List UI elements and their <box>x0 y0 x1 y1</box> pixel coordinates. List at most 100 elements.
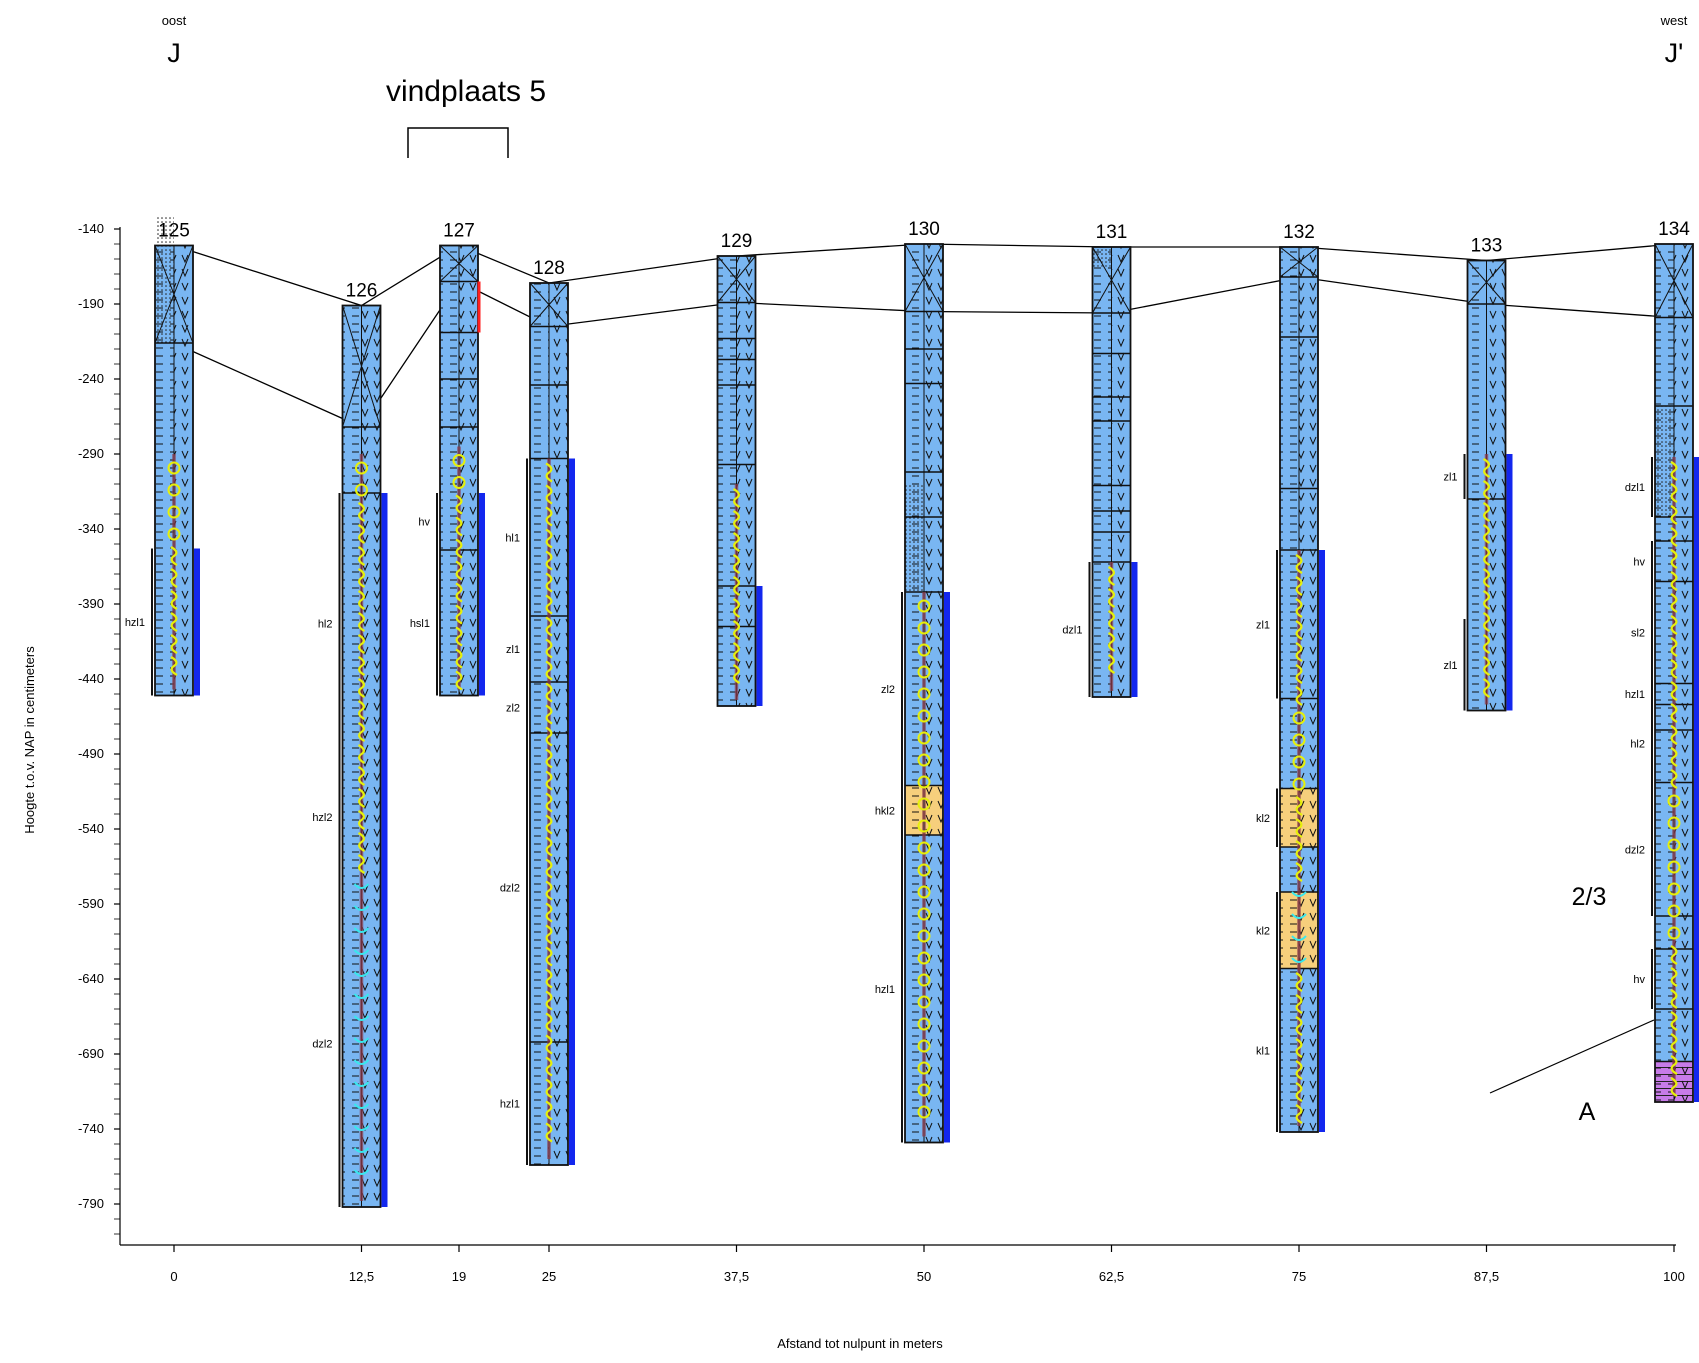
root-wavy-symbol <box>545 726 553 747</box>
root-wavy-symbol <box>455 494 463 515</box>
clay-texture <box>530 283 549 1165</box>
root-wavy-symbol <box>545 616 553 637</box>
plant-remains-symbol <box>1292 777 1306 791</box>
root-wavy-symbol <box>545 594 553 615</box>
root-wavy-symbol <box>1670 725 1678 745</box>
root-wavy-symbol <box>455 582 463 603</box>
root-wavy-symbol <box>1670 681 1678 701</box>
clay-texture <box>1280 247 1299 1132</box>
x-tick-label: 75 <box>1292 1269 1306 1284</box>
root-wavy-symbol <box>732 488 741 508</box>
shell-symbol <box>353 971 370 977</box>
borehole-number: 128 <box>533 258 565 279</box>
x-tick-label: 50 <box>917 1269 931 1284</box>
point-a-label: A <box>1579 1098 1596 1126</box>
root-wavy-symbol <box>1295 620 1303 640</box>
depth-indicator-bar <box>569 458 575 1165</box>
plant-remains-symbol <box>917 1083 931 1097</box>
root-wavy-symbol <box>1107 654 1116 674</box>
point-a-leader <box>1489 1019 1655 1094</box>
plant-remains-symbol <box>167 527 181 541</box>
root-wavy-symbol <box>455 626 463 647</box>
plant-remains-symbol <box>1667 816 1681 830</box>
unit-label: kl1 <box>1256 1045 1270 1057</box>
root-wavy-symbol <box>455 670 463 691</box>
plant-remains-symbol <box>917 599 931 613</box>
plant-remains-symbol <box>917 973 931 987</box>
root-wavy-symbol <box>1670 659 1678 679</box>
unit-label: hv <box>418 517 430 529</box>
shell-symbol <box>353 1059 370 1065</box>
root-wavy-symbol <box>732 576 741 596</box>
root-wavy-symbol <box>545 660 553 681</box>
root-wavy-symbol <box>545 550 553 571</box>
root-wavy-symbol <box>1295 642 1303 662</box>
y-tick-label: -640 <box>78 971 104 986</box>
plant-remains-symbol <box>1667 860 1681 874</box>
right-section-letter: J' <box>1665 38 1684 68</box>
borehole-number: 126 <box>346 281 378 302</box>
shell-symbol <box>1291 935 1307 941</box>
root-wavy-symbol <box>357 832 366 852</box>
root-wavy-symbol <box>732 664 741 684</box>
plant-remains-symbol <box>452 476 466 489</box>
unit-label: kl2 <box>1256 925 1270 937</box>
root-wavy-symbol <box>1482 480 1491 500</box>
depth-indicator-bar <box>944 592 950 1143</box>
root-wavy-symbol <box>545 462 553 483</box>
y-tick-label: -540 <box>78 821 104 836</box>
unit-label: hzl1 <box>1625 689 1645 701</box>
root-wavy-symbol <box>545 506 553 527</box>
root-wavy-symbol <box>1295 1082 1303 1102</box>
depth-indicator-bar <box>381 493 388 1207</box>
root-wavy-symbol <box>1482 568 1491 588</box>
root-wavy-symbol <box>1670 549 1678 569</box>
root-wavy-symbol <box>545 748 553 769</box>
unit-label: hsl1 <box>410 618 430 630</box>
depth-indicator-bar <box>479 493 485 696</box>
root-wavy-symbol <box>1295 598 1303 618</box>
boreholes-group: 125hzl1126hl2hzl2dzl2127hvhsl1128hl1zl1z… <box>125 215 1699 1208</box>
root-wavy-symbol <box>1295 796 1303 816</box>
unit-label: dzl1 <box>1625 482 1645 494</box>
root-wavy-symbol <box>1670 1055 1678 1075</box>
reed-texture <box>549 283 568 1165</box>
unit-label: hl2 <box>318 619 333 631</box>
root-wavy-symbol <box>357 634 366 654</box>
root-wavy-symbol <box>357 568 366 588</box>
root-wavy-symbol <box>545 1100 553 1121</box>
root-wavy-symbol <box>732 620 741 640</box>
root-wavy-symbol <box>455 648 463 669</box>
clay-texture <box>155 245 174 696</box>
unit-label: dzl2 <box>312 1039 332 1051</box>
root-wavy-symbol <box>1670 637 1678 657</box>
shell-symbol <box>353 1125 370 1131</box>
shell-symbol <box>353 1147 370 1153</box>
root-wavy-symbol <box>1670 615 1678 635</box>
plant-remains-symbol <box>167 483 181 497</box>
borehole-number: 132 <box>1283 222 1315 243</box>
shell-symbol <box>353 927 370 933</box>
root-wavy-symbol <box>170 634 178 654</box>
plant-remains-symbol <box>1667 838 1681 852</box>
root-wavy-symbol <box>1295 1060 1303 1080</box>
clay-texture <box>440 245 459 696</box>
shell-symbol <box>353 883 370 889</box>
shell-symbol <box>353 1169 370 1175</box>
unit-label: hzl1 <box>500 1099 520 1111</box>
root-wavy-symbol <box>1670 989 1678 1009</box>
root-wavy-symbol <box>1670 1011 1678 1031</box>
x-tick-label: 87,5 <box>1474 1269 1499 1284</box>
plant-remains-symbol <box>167 461 181 475</box>
root-wavy-symbol <box>455 560 463 581</box>
depth-indicator-bar <box>756 586 763 706</box>
root-wavy-symbol <box>545 858 553 879</box>
root-wavy-symbol <box>1482 502 1491 522</box>
shell-symbol <box>1291 891 1307 897</box>
root-wavy-symbol <box>1670 483 1678 503</box>
plant-remains-symbol <box>1292 733 1306 747</box>
root-wavy-symbol <box>545 836 553 857</box>
plant-remains-symbol <box>917 687 931 701</box>
root-wavy-symbol <box>545 924 553 945</box>
